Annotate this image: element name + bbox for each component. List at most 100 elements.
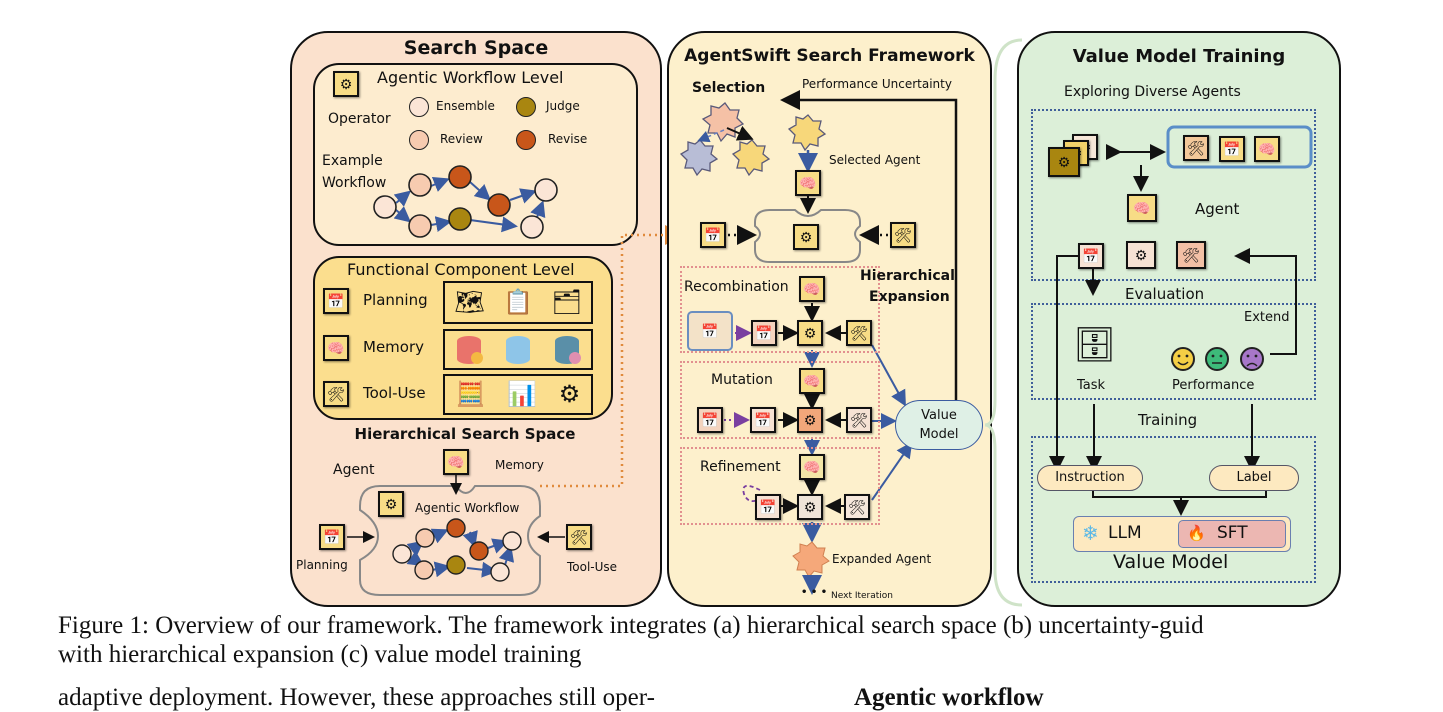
instruction-node: Instruction <box>1037 465 1143 491</box>
revise-operator-circle <box>516 130 536 150</box>
hierarchical-expansion-label-1: Hierarchical <box>860 268 955 284</box>
planning-calendar-icon: 📅 <box>319 524 345 550</box>
instruction-label: Instruction <box>1055 470 1125 485</box>
planning-examples-box: 🗺 📋 🗂 <box>443 281 593 324</box>
selected-tooluse-icon: 🛠 <box>890 222 916 248</box>
training-label: Training <box>1138 411 1198 429</box>
body-text-left: adaptive deployment. However, these appr… <box>58 684 655 711</box>
value-model-node: Value Model <box>895 400 983 450</box>
figure-caption-line2: with hierarchical expansion (c) value mo… <box>58 641 582 668</box>
recombination-tools-icon: 🛠 <box>846 320 872 346</box>
label-label: Label <box>1236 470 1272 485</box>
planning-stack-tray-icon: 📅 <box>687 311 733 351</box>
refinement-tools-icon: 🛠 <box>844 494 870 520</box>
ensemble-label: Ensemble <box>436 99 495 113</box>
agent-tools-icon: 🛠 <box>1176 241 1206 269</box>
agent-planning-icon: 📅 <box>1078 243 1104 269</box>
review-label: Review <box>440 132 483 146</box>
mutation-old-planning-icon: 📅 <box>697 407 723 433</box>
value-model-title: Value Model <box>1113 551 1229 573</box>
agentic-workflow-label: Agentic Workflow <box>415 501 520 515</box>
operator-gears-icon: ⚙ <box>333 71 359 97</box>
mutation-planning-icon: 📅 <box>750 407 776 433</box>
operator-label: Operator <box>328 111 391 127</box>
judge-label: Judge <box>546 99 580 113</box>
component-pool-tools-icon: 🛠 <box>1183 135 1209 161</box>
memory-brain-icon: 🧠 <box>323 335 349 361</box>
agent-label: Agent <box>333 462 375 478</box>
neutral-face-icon <box>1205 347 1229 371</box>
mutation-gears-icon: ⚙ <box>797 407 823 433</box>
sft-block: 🔥 SFT <box>1178 520 1286 548</box>
section-heading-agentic-workflow: Agentic workflow <box>854 684 1044 711</box>
selected-memory-brain-icon: 🧠 <box>795 170 821 196</box>
database-plus-icon <box>554 335 581 364</box>
mutation-stage-box <box>680 361 880 439</box>
evaluation-label: Evaluation <box>1125 285 1205 303</box>
exploring-agents-box <box>1031 109 1316 281</box>
sad-face-icon <box>1240 347 1264 371</box>
sft-label: SFT <box>1217 523 1248 543</box>
next-iteration-label: Next Iteration <box>831 591 894 601</box>
agent-memory-icon: 🧠 <box>1127 194 1157 222</box>
database-check-icon <box>457 335 484 364</box>
label-node: Label <box>1209 465 1299 491</box>
recombination-label: Recombination <box>684 279 789 295</box>
hierarchical-expansion-label-2: Expansion <box>869 289 950 305</box>
framework-title: AgentSwift Search Framework <box>684 46 975 66</box>
value-model-stack: ❄ LLM 🔥 SFT <box>1073 516 1291 552</box>
tooluse-label-agent: Tool-Use <box>567 560 618 574</box>
example-label-line1: Example <box>322 153 383 169</box>
mutation-memory-icon: 🧠 <box>799 368 825 394</box>
database-icon <box>505 335 530 364</box>
tooluse-label: Tool-Use <box>363 384 426 402</box>
extend-label: Extend <box>1244 310 1290 325</box>
mutation-tools-icon: 🛠 <box>846 407 872 433</box>
planning-calendar-icon: 📅 <box>323 288 349 314</box>
performance-label: Performance <box>1172 378 1255 393</box>
workflow-level-title: Agentic Workflow Level <box>377 68 564 87</box>
tooluse-tools-icon: 🛠 <box>566 524 592 550</box>
fire-trainable-icon: 🔥 <box>1187 524 1206 542</box>
hierarchical-search-space-title: Hierarchical Search Space <box>354 425 576 443</box>
agent-gears-icon: ⚙ <box>1126 241 1156 269</box>
task-fridge-table-icon: 🗄 <box>1073 326 1117 364</box>
value-model-label-2: Model <box>919 427 959 442</box>
calculator-icon: 🧮 <box>455 381 486 408</box>
candidate-star-yellow <box>731 139 771 177</box>
revise-label: Revise <box>548 132 588 146</box>
selected-agent-star <box>787 114 827 152</box>
example-label-line2: Workflow <box>322 175 387 191</box>
workflow-stack-front-icon: ⚙ <box>1048 147 1080 177</box>
review-operator-circle <box>409 130 429 150</box>
happy-face-icon <box>1171 347 1195 371</box>
next-iteration-dots: • • • <box>801 587 828 598</box>
recombination-stage-box <box>680 266 880 353</box>
recombination-gears-icon: ⚙ <box>797 320 823 346</box>
agent-label-training: Agent <box>1195 200 1240 218</box>
refinement-memory-icon: 🧠 <box>799 454 825 480</box>
bar-chart-window-icon: 📊 <box>507 381 538 408</box>
value-model-label-1: Value <box>921 408 957 423</box>
performance-uncertainty-label: Performance Uncertainty <box>802 77 952 91</box>
tooluse-tools-icon: 🛠 <box>323 381 349 407</box>
search-space-title: Search Space <box>403 37 549 59</box>
evaluation-box <box>1031 303 1316 400</box>
candidate-star-gray <box>679 139 719 177</box>
tooluse-examples-box: 🧮 📊 ⚙ <box>443 374 593 415</box>
clipboard-checklist-icon: 📋 <box>503 289 533 316</box>
map-pin-icon: 🗺 <box>454 289 485 316</box>
gear-wrench-icon: ⚙ <box>558 381 581 408</box>
planning-label-agent: Planning <box>296 558 348 572</box>
recombination-planning-icon: 📅 <box>751 320 777 346</box>
refinement-gears-icon: ⚙ <box>797 494 823 520</box>
snowflake-frozen-icon: ❄ <box>1082 521 1099 545</box>
component-pool-planning-icon: 📅 <box>1219 136 1245 162</box>
judge-operator-circle <box>516 97 536 117</box>
training-title: Value Model Training <box>1072 46 1286 67</box>
llm-label: LLM <box>1108 523 1142 543</box>
refinement-label: Refinement <box>700 459 781 475</box>
